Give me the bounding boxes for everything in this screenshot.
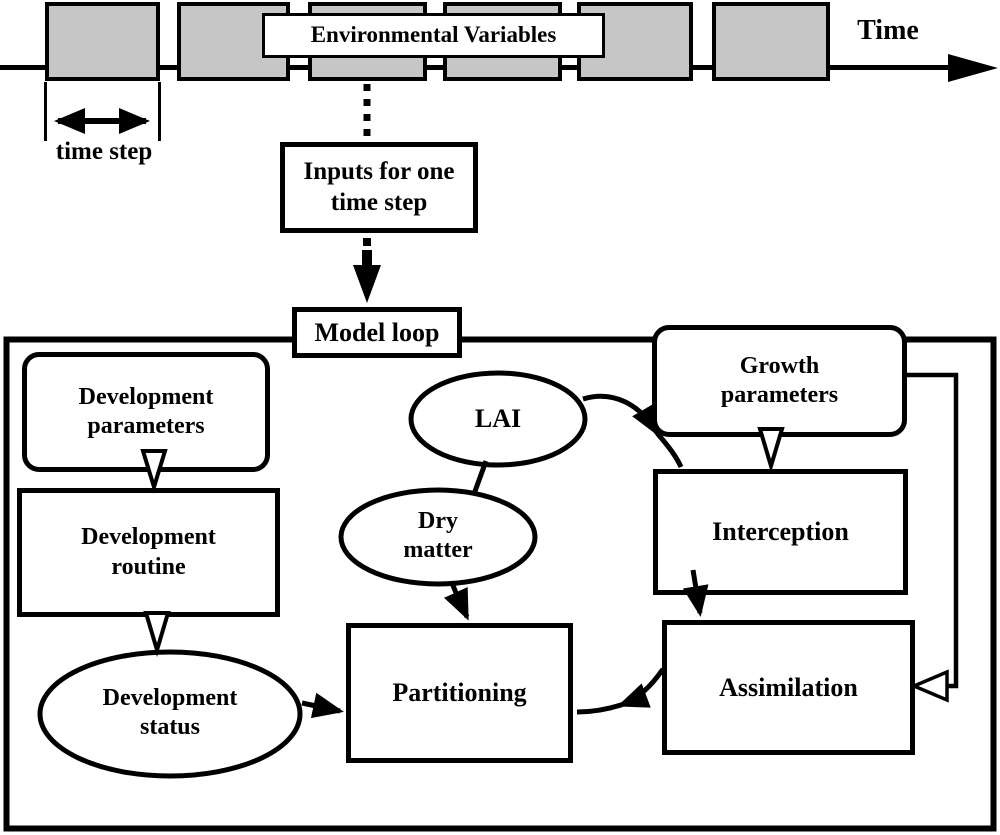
assimilation-box: Assimilation: [662, 620, 915, 755]
dashed-arrow-inputs-to-model-loop: [353, 238, 381, 303]
time-step-label: time step: [55, 138, 153, 165]
time-segment-6: [712, 2, 830, 81]
time-axis-label: Time: [857, 15, 919, 46]
partitioning-box: Partitioning: [346, 623, 573, 763]
time-step-ticks: [44, 82, 161, 141]
interception-box: Interception: [653, 469, 908, 595]
development-routine-box: Development routine: [17, 488, 280, 617]
dry-matter-label: Dry matter: [403, 508, 473, 564]
development-status-label: Development status: [102, 685, 238, 741]
development-parameters-box: Development parameters: [22, 352, 270, 472]
environmental-variables-box: Environmental Variables: [262, 13, 605, 58]
dotted-line-env-to-inputs: [363, 84, 371, 136]
time-segment-1: [45, 2, 160, 81]
dry-matter-ellipse: [338, 487, 538, 587]
time-axis-arrowhead-icon: [948, 54, 998, 82]
growth-parameters-box: Growth parameters: [652, 325, 907, 437]
model-loop-container: [3, 336, 997, 832]
model-loop-box: Model loop: [292, 307, 462, 358]
lai-label: LAI: [474, 404, 522, 433]
inputs-box: Inputs for one time step: [280, 142, 478, 233]
